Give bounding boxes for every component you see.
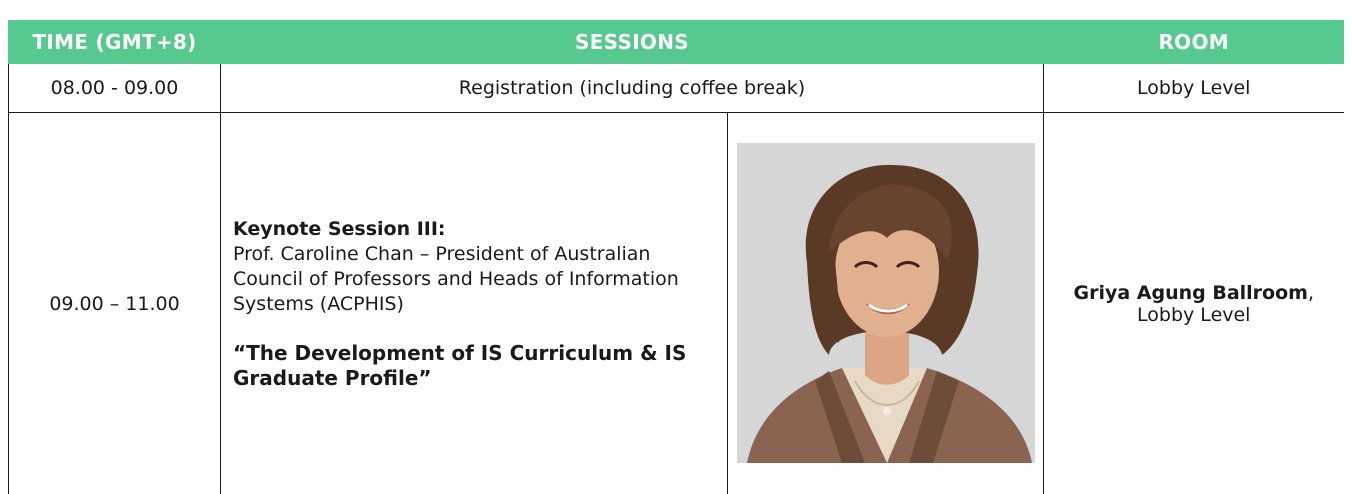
portrait-illustration <box>736 143 1035 463</box>
time-cell: 09.00 – 11.00 <box>8 112 221 494</box>
room-level: Lobby Level <box>1137 303 1251 326</box>
time-cell: 08.00 - 09.00 <box>8 63 221 113</box>
speaker-description: Prof. Caroline Chan – President of Austr… <box>233 242 679 315</box>
room-header: ROOM <box>1043 20 1344 64</box>
schedule-table: TIME (GMT+8) SESSIONS ROOM 08.00 - 09.00… <box>8 20 1344 494</box>
header-row: TIME (GMT+8) SESSIONS ROOM <box>8 20 1344 64</box>
time-header: TIME (GMT+8) <box>8 20 221 64</box>
talk-title: “The Development of IS Curriculum & IS G… <box>233 340 687 390</box>
speaker-photo <box>736 143 1035 463</box>
room-cell: Griya Agung Ballroom, Lobby Level <box>1043 112 1344 494</box>
session-cell: Registration (including coffee break) <box>220 63 1044 113</box>
session-cell: Keynote Session III: Prof. Caroline Chan… <box>220 112 728 494</box>
table-row: 09.00 – 11.00 Keynote Session III: Prof.… <box>8 112 1344 494</box>
room-separator: , <box>1307 281 1315 304</box>
speaker-photo-cell <box>727 112 1044 494</box>
room-cell: Lobby Level <box>1043 63 1344 113</box>
sessions-header: SESSIONS <box>220 20 1044 64</box>
table-row: 08.00 - 09.00 Registration (including co… <box>8 63 1344 113</box>
keynote-title: Keynote Session III: <box>233 217 446 240</box>
room-name: Griya Agung Ballroom <box>1073 281 1308 304</box>
